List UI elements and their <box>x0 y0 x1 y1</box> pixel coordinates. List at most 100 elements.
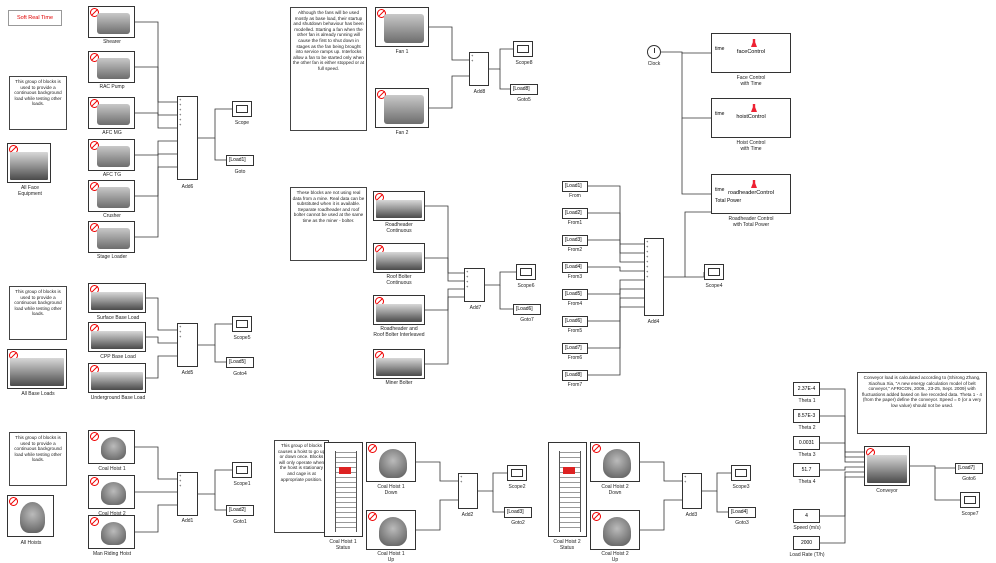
sum-add6[interactable]: ++++++ <box>177 96 198 180</box>
continuous-note: These blocks are not using real data fro… <box>290 187 367 261</box>
coal-hoist-2-status-block[interactable] <box>548 442 587 537</box>
sum-add8[interactable]: ++ <box>469 52 489 86</box>
sum-add2[interactable]: ++ <box>458 473 478 509</box>
machine-icon <box>376 200 422 218</box>
signal-line <box>661 52 711 53</box>
conveyor-constant[interactable]: 51.7 <box>793 463 820 477</box>
from-block-label: From <box>558 193 592 199</box>
coal-hoist-1-up-block[interactable] <box>366 510 416 550</box>
machine-icon <box>97 187 130 208</box>
hoist-item-block[interactable] <box>88 515 135 549</box>
from-block[interactable]: [Load6] <box>562 316 588 327</box>
conveyor-constant[interactable]: 2.37E-4 <box>793 382 820 396</box>
scope-continuous[interactable] <box>516 264 536 280</box>
face-item-block[interactable] <box>88 180 135 212</box>
sum-add5[interactable]: +++ <box>177 323 198 367</box>
goto-load1[interactable]: [Load1] <box>226 155 254 166</box>
disabled-icon <box>90 517 99 526</box>
signal-line <box>135 447 177 479</box>
all-base-loads-block[interactable] <box>7 349 67 389</box>
sum-add1[interactable]: +++ <box>177 472 198 516</box>
all-hoists-block[interactable] <box>7 495 54 537</box>
continuous-item-block[interactable] <box>373 349 425 379</box>
goto-load2[interactable]: [Load2] <box>226 505 254 516</box>
goto-load4[interactable]: [Load4] <box>728 507 756 518</box>
signal-line <box>588 267 644 271</box>
face-item-block[interactable] <box>88 221 135 253</box>
coal-hoist-1-down-block[interactable] <box>366 442 416 482</box>
conveyor-constant[interactable]: 0.0031 <box>793 436 820 450</box>
hoist-icon <box>603 449 631 478</box>
signal-line <box>135 67 177 115</box>
face-item-block[interactable] <box>88 97 135 129</box>
from-block[interactable]: [Load5] <box>562 289 588 300</box>
base-item-block[interactable] <box>88 322 146 352</box>
continuous-item-block[interactable] <box>373 295 425 325</box>
fan-icon <box>384 14 424 43</box>
face-item-block[interactable] <box>88 139 135 171</box>
from-block[interactable]: [Load3] <box>562 235 588 246</box>
conveyor-constant[interactable]: 4 <box>793 509 820 523</box>
scope-total[interactable] <box>704 264 724 280</box>
scope-fans[interactable] <box>513 41 533 57</box>
control-caption: Roadheader Controlwith Total Power <box>706 216 796 228</box>
control-subsystem[interactable]: time faceControl <box>711 33 791 73</box>
from-block-label: From6 <box>558 355 592 361</box>
all-face-equipment-block[interactable] <box>7 143 51 183</box>
base-item-block[interactable] <box>88 363 146 393</box>
goto-load3[interactable]: [Load3] <box>504 507 532 518</box>
fan-2-block[interactable] <box>375 88 429 128</box>
hoist-item-block[interactable] <box>88 430 135 464</box>
control-name: hoistControl <box>712 114 790 120</box>
goto-load5[interactable]: [Load5] <box>226 357 254 368</box>
goto-load8[interactable]: [Load8] <box>510 84 538 95</box>
goto-fans-label: Goto5 <box>508 97 540 103</box>
control-caption: Face Controlwith Time <box>706 75 796 87</box>
disabled-icon <box>9 497 18 506</box>
signal-line <box>588 280 644 294</box>
coal-hoist-2-down-block[interactable] <box>590 442 640 482</box>
from-block[interactable]: [Load2] <box>562 208 588 219</box>
signal-line <box>588 213 644 253</box>
control-subsystem[interactable]: time hoistControl <box>711 98 791 138</box>
scope-hoists[interactable] <box>232 462 252 478</box>
continuous-item-block[interactable] <box>373 243 425 273</box>
machine-icon <box>101 522 126 545</box>
from-block[interactable]: [Load4] <box>562 262 588 273</box>
coal-hoist-2-status-label: Coal Hoist 2Status <box>542 539 592 551</box>
conveyor-constant[interactable]: 2000 <box>793 536 820 550</box>
scope-continuous-label: Scope6 <box>508 283 544 289</box>
goto-load7[interactable]: [Load7] <box>955 463 983 474</box>
hoist-item-block[interactable] <box>88 475 135 509</box>
soft-real-time-block[interactable]: Soft Real Time <box>8 10 62 26</box>
sum-add7[interactable]: ++++ <box>464 268 485 302</box>
signal-line <box>146 298 177 330</box>
base-item-block[interactable] <box>88 283 146 313</box>
scope-base[interactable] <box>232 316 252 332</box>
face-item-block[interactable] <box>88 6 135 38</box>
coal-hoist-2-up-block[interactable] <box>590 510 640 550</box>
signal-line <box>215 138 226 160</box>
face-item-label: AFC TG <box>80 172 144 178</box>
clock-icon[interactable] <box>647 45 661 59</box>
continuous-item-block[interactable] <box>373 191 425 221</box>
fan-1-block[interactable] <box>375 7 429 47</box>
coal-hoist-1-status-block[interactable] <box>324 442 363 537</box>
scope-face[interactable] <box>232 101 252 117</box>
sum-add4[interactable]: ++++++++ <box>644 238 664 316</box>
equipment-icon <box>10 152 48 180</box>
goto-load6[interactable]: [Load6] <box>513 304 541 315</box>
sum-add3[interactable]: ++ <box>682 473 702 509</box>
from-block[interactable]: [Load1] <box>562 181 588 192</box>
scope-conveyor[interactable] <box>960 492 980 508</box>
from-block[interactable]: [Load7] <box>562 343 588 354</box>
machine-icon <box>91 331 143 349</box>
conveyor-block[interactable] <box>864 446 910 486</box>
conveyor-constant[interactable]: 8.57E-3 <box>793 409 820 423</box>
face-item-block[interactable] <box>88 51 135 83</box>
scope-hoist1[interactable] <box>507 465 527 481</box>
scope-hoist2[interactable] <box>731 465 751 481</box>
from-block[interactable]: [Load8] <box>562 370 588 381</box>
